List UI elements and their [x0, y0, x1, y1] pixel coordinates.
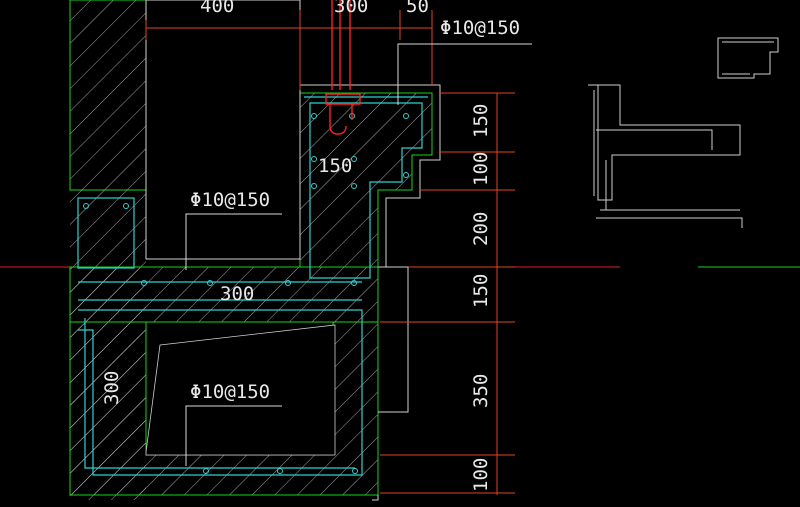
leader-lines [185, 43, 532, 466]
highlighted-rebar-hook [325, 0, 361, 135]
inner-dim-150: 150 [318, 155, 352, 177]
inner-labels: 150 300 300 [101, 155, 352, 405]
lower-box [69, 266, 409, 501]
dim-300: 300 [334, 0, 368, 17]
dim-50: 50 [406, 0, 429, 17]
rebar-label-bottom: Φ10@150 [190, 381, 270, 403]
rebar-dots [83, 113, 409, 474]
rebar-label-middle: Φ10@150 [190, 189, 270, 211]
rebar-label-top: Φ10@150 [440, 17, 520, 39]
dim-400: 400 [200, 0, 234, 17]
dim-right-150-top: 150 [470, 104, 492, 138]
dim-right-100-bottom: 100 [470, 458, 492, 492]
upper-beam [292, 84, 441, 268]
dim-right-100-top: 100 [470, 152, 492, 186]
rebar-cages [77, 96, 428, 476]
dimension-lines [145, 10, 515, 495]
dimension-text-right: 150 100 200 150 350 100 [470, 104, 492, 492]
rebar-annotations: Φ10@150 Φ10@150 Φ10@150 [190, 17, 520, 403]
dim-right-150-mid: 150 [470, 274, 492, 308]
inner-void [145, 0, 336, 456]
inner-dim-300-vertical: 300 [101, 371, 123, 405]
dimension-text-top: 400 300 50 [200, 0, 429, 17]
dim-right-350: 350 [470, 374, 492, 408]
dim-right-200: 200 [470, 212, 492, 246]
detail-sketch [588, 37, 779, 228]
inner-dim-300-horizontal: 300 [220, 283, 254, 305]
middle-slab [69, 266, 379, 323]
